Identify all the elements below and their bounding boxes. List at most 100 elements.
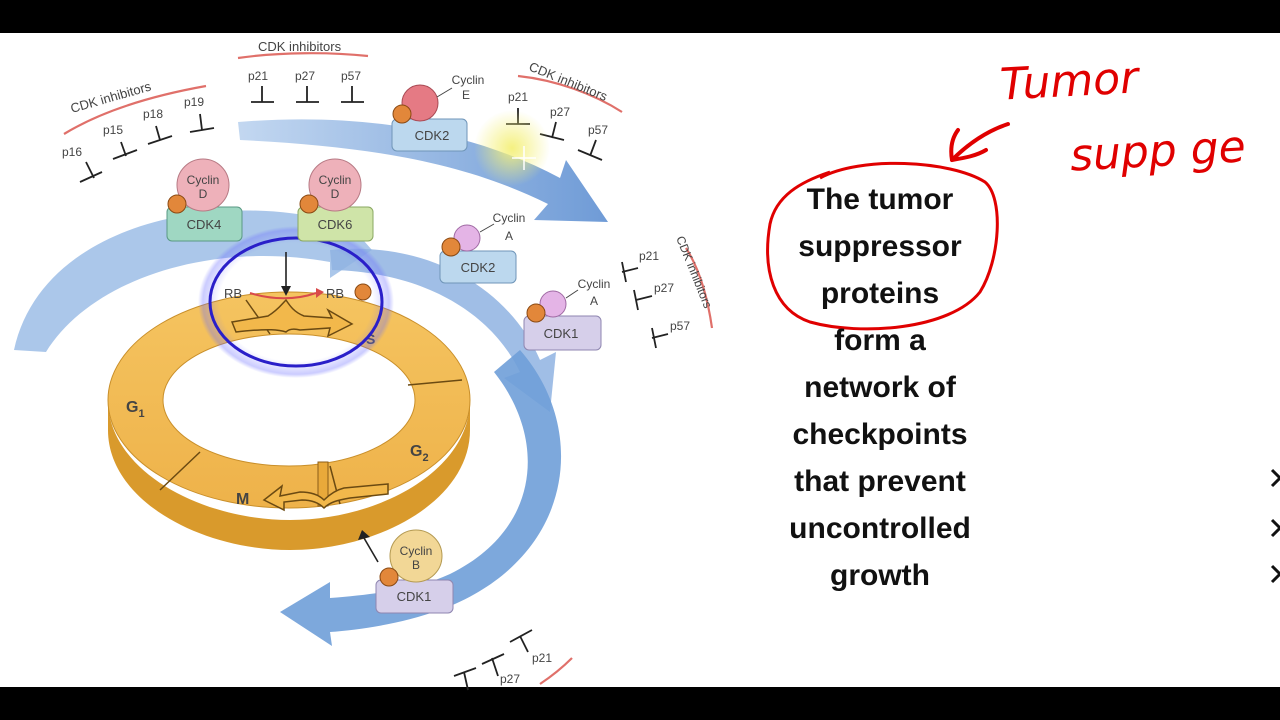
inhibition-bar	[509, 629, 533, 653]
inhibitor-label: p21	[508, 90, 528, 104]
statement-line: The tumor	[806, 183, 954, 216]
inhibition-bar	[79, 161, 103, 183]
cyclin-a-label-line2: A	[505, 229, 513, 243]
inhibitor-p57: p57	[651, 319, 690, 349]
inhibition-bar	[147, 125, 173, 145]
red-bracket	[237, 52, 369, 60]
inhibition-bar	[296, 86, 319, 103]
cyclin-d-label-line2: D	[331, 187, 340, 201]
cdk6-label: CDK6	[318, 217, 353, 232]
statement-line: checkpoints	[792, 418, 968, 451]
inhibitor-label: p57	[588, 123, 608, 137]
cyclin-d-label-line1: Cyclin	[187, 173, 220, 187]
cyclin-d-label-line2: D	[199, 187, 208, 201]
cyclin-a-leader	[565, 289, 579, 299]
phase-m-label: M	[236, 491, 249, 508]
statement-line: proteins	[820, 277, 940, 310]
inhibitor-p27: p27	[539, 105, 570, 141]
cdk1-to-m-arrowhead	[358, 530, 370, 540]
highlight-glow	[198, 226, 394, 378]
cdk-inhibitors-label: CDK inhibitors	[258, 39, 342, 54]
inhibitor-label: p21	[532, 651, 552, 665]
blue-arrow-right-descending	[280, 350, 562, 646]
inhibition-bar	[621, 261, 639, 283]
inhibition-bar	[112, 141, 138, 160]
phosphate-dot	[441, 237, 461, 257]
cyclin-a-circle	[539, 290, 567, 318]
cyclin-b-label-line1: Cyclin	[400, 544, 433, 558]
cyclin-a-label-line1: Cyclin	[493, 211, 526, 225]
statement-line: uncontrolled	[789, 512, 971, 545]
handwritten-arrow-annotation	[949, 122, 1010, 162]
inhibitor-p27: p27	[295, 69, 319, 103]
blue-arrow-top	[238, 119, 608, 222]
handwritten-note-supp-ge: supp ge	[1068, 121, 1247, 182]
cyclin-e-label-line1: Cyclin	[452, 73, 485, 87]
cdk-inhibitors-bottom-group: p27 p21	[453, 629, 573, 691]
g1-s-checkpoint-highlight-circle	[208, 236, 384, 368]
inhibitor-p18: p18	[143, 107, 173, 145]
red-bracket	[63, 84, 207, 135]
cyclin-a-leader	[479, 223, 495, 233]
cyclin-a-cdk1-complex: CDK1 Cyclin A	[523, 277, 611, 351]
cyclin-e-leader	[436, 87, 453, 98]
handwritten-circle-annotation	[766, 161, 999, 331]
inhibitor-p27: p27	[633, 281, 674, 311]
cyclin-e-cdk2-complex: CDK2 Cyclin E	[391, 73, 485, 152]
phosphate-dot	[379, 567, 399, 587]
cyclin-d-cdk6-complex: CDK6 Cyclin D	[297, 158, 374, 242]
phase-g2-label: G2	[410, 443, 429, 464]
cyclin-d-label-line1: Cyclin	[319, 173, 352, 187]
cyclin-a-label-line1: Cyclin	[578, 277, 611, 291]
statement-line: suppressor	[798, 230, 962, 263]
inhibition-bar	[651, 327, 669, 349]
ring-divider-m-g1	[159, 451, 201, 491]
red-bracket	[539, 657, 573, 685]
inhibitor-p57: p57	[341, 69, 364, 103]
red-bracket	[685, 247, 714, 329]
inhibition-bar	[189, 113, 215, 133]
cyclin-a-cdk2-complex: CDK2 Cyclin A	[439, 211, 526, 284]
inhibitor-p16: p16	[62, 145, 103, 183]
cycle-ring-side	[108, 400, 470, 550]
cdk2-box	[391, 118, 468, 152]
tumor-suppressor-statement: The tumor suppressor proteins form a net…	[760, 176, 1000, 599]
inhibitor-label: p21	[639, 249, 659, 263]
inhibitor-label: p18	[143, 107, 163, 121]
handwritten-note-tumor: Tumor	[998, 52, 1140, 111]
inhibition-bar	[633, 289, 653, 311]
inhibition-bar	[481, 653, 505, 677]
cursor-crosshair-icon	[512, 146, 536, 170]
inhibitor-label: p27	[654, 281, 674, 295]
cyclin-d-circle	[308, 158, 362, 212]
inhibitor-label: p16	[62, 145, 82, 159]
cyclin-d-circle	[176, 158, 230, 212]
cdk2-label: CDK2	[461, 260, 496, 275]
m-checkpoint-gate-arrow	[262, 483, 389, 512]
inhibitor-p21: p21	[248, 69, 274, 103]
cyclin-d-cdk4-complex: CDK4 Cyclin D	[166, 158, 243, 242]
inhibitor-p57: p57	[577, 123, 608, 161]
statement-line: growth	[830, 559, 930, 592]
inhibitor-label: p57	[341, 69, 361, 83]
cdk1-to-m-arrow-shaft	[363, 537, 379, 563]
cdk2-label: CDK2	[415, 128, 450, 143]
cdk2-box	[439, 250, 517, 284]
inhibitor-p15: p15	[103, 123, 138, 160]
inhibitor-label: p19	[184, 95, 204, 109]
cdk1-label: CDK1	[397, 589, 432, 604]
pointer-highlight	[474, 110, 550, 186]
phosphate-dot	[392, 104, 412, 124]
cdk1-label: CDK1	[544, 326, 579, 341]
inhibitor-p21: p21	[621, 249, 659, 283]
inhibitor-label: p15	[103, 123, 123, 137]
inhibition-bar	[453, 667, 477, 691]
bottom-black-bar	[0, 687, 1280, 720]
inhibition-bar	[251, 86, 274, 103]
phosphate-dot	[299, 194, 319, 214]
inhibitor-label: p27	[500, 672, 520, 686]
inhibitor-label: p27	[550, 105, 570, 119]
inhibitor-label: p27	[295, 69, 315, 83]
top-black-bar	[0, 0, 1280, 33]
